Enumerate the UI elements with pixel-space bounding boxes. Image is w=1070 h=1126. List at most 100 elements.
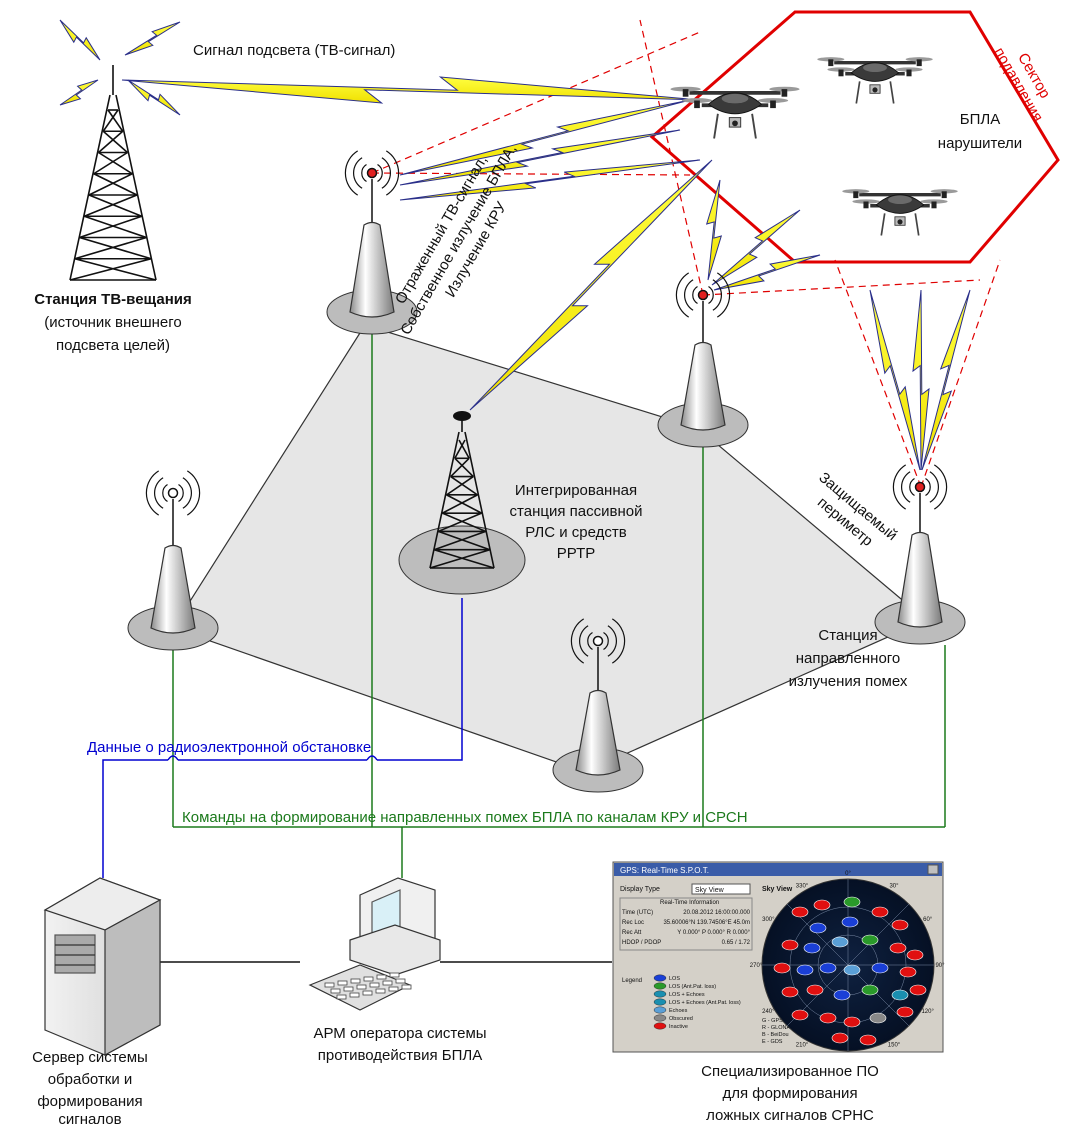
gps-compass-label: 120° bbox=[921, 1009, 934, 1015]
gps-info-value: Y 0.000° P 0.000° R 0.000° bbox=[677, 930, 750, 936]
server-label-4: сигналов bbox=[58, 1111, 121, 1126]
gps-legend-swatch bbox=[653, 998, 667, 1006]
gps-satellite bbox=[891, 989, 909, 1001]
reflected-bolt bbox=[399, 99, 691, 176]
sky-view-label: Sky View bbox=[762, 886, 793, 893]
gps-system-item: B - BeiDou bbox=[762, 1032, 789, 1038]
jammer-bolt bbox=[921, 289, 971, 471]
gps-legend-swatch bbox=[653, 1006, 667, 1014]
gps-system-item: G - GPS bbox=[762, 1018, 783, 1024]
gps-legend-swatch bbox=[653, 974, 667, 982]
gps-satellite bbox=[791, 906, 809, 918]
command-lines bbox=[172, 325, 946, 878]
gps-legend-title: Legend bbox=[622, 978, 642, 984]
gps-legend-swatch bbox=[653, 1014, 667, 1022]
tower-bolt bbox=[127, 79, 181, 116]
jammer-label-2: направленного bbox=[796, 650, 901, 667]
integrated-line-4: РРТР bbox=[557, 545, 596, 562]
gps-legend-swatch bbox=[653, 982, 667, 990]
uav-group bbox=[670, 57, 958, 236]
gps-info-key: Rec Att bbox=[622, 930, 642, 936]
gps-satellite bbox=[781, 986, 799, 998]
gps-legend-item: Inactive bbox=[669, 1024, 688, 1030]
uav-label-2: нарушители bbox=[938, 135, 1022, 152]
jammer-label-3: излучения помех bbox=[789, 673, 908, 690]
gps-satellite bbox=[819, 962, 837, 974]
gps-compass-label: 30° bbox=[889, 883, 899, 889]
gps-satellite bbox=[871, 962, 889, 974]
gps-legend-item: LOS + Echoes bbox=[669, 992, 705, 998]
arm-label-2: противодействия БПЛА bbox=[318, 1047, 483, 1064]
gps-compass-label: 60° bbox=[923, 917, 933, 923]
gps-satellite bbox=[889, 942, 907, 954]
jammer-bolt bbox=[711, 209, 801, 286]
gps-satellite bbox=[819, 1012, 837, 1024]
uav-3 bbox=[842, 189, 958, 236]
gps-info-value: 0.65 / 1.72 bbox=[722, 940, 751, 946]
gps-compass-label: 330° bbox=[796, 883, 809, 889]
info-header: Real-Time Information bbox=[660, 900, 719, 906]
gps-compass-label: 300° bbox=[762, 917, 775, 923]
suppression-sector bbox=[649, 10, 1060, 264]
sector-label: Сектор подавления bbox=[990, 45, 1053, 125]
display-type-value: Sky View bbox=[695, 887, 725, 894]
jammer-station-south bbox=[552, 618, 644, 793]
gps-legend-item: LOS + Echoes (Ant.Pat. loss) bbox=[669, 1000, 741, 1006]
reflected-bolt bbox=[399, 129, 681, 186]
server-icon bbox=[43, 877, 162, 1057]
tv-signal-label: Сигнал подсвета (ТВ-сигнал) bbox=[193, 42, 395, 59]
software-label-2: для формирования bbox=[722, 1085, 857, 1102]
uav-2 bbox=[817, 57, 933, 104]
gps-info-key: Time (UTC) bbox=[622, 910, 653, 916]
jammer-stations bbox=[127, 150, 966, 793]
gps-legend-item: LOS bbox=[669, 976, 680, 982]
uav-label-1: БПЛА bbox=[960, 111, 1000, 128]
gps-window-title: GPS: Real-Time S.P.O.T. bbox=[620, 866, 709, 875]
jammer-label-1: Станция bbox=[818, 627, 877, 644]
gps-legend-swatch bbox=[653, 990, 667, 998]
jammer-bolt bbox=[912, 289, 930, 471]
tower-bolt bbox=[59, 19, 101, 61]
gps-compass-label: 90° bbox=[935, 963, 945, 969]
server-label-1: Сервер системы bbox=[32, 1049, 148, 1066]
gps-compass-label: 0° bbox=[845, 871, 851, 877]
gps-info-value: 35.60006°N 139.74506°E 45.0m bbox=[663, 920, 750, 926]
tower-bolt bbox=[124, 21, 181, 56]
gps-satellite bbox=[891, 919, 909, 931]
server-label-3: формирования bbox=[37, 1093, 142, 1110]
integrated-line-1: Интегрированная bbox=[515, 482, 637, 499]
gps-satellite bbox=[831, 936, 849, 948]
gps-satellite bbox=[841, 916, 859, 928]
workstation-icon bbox=[308, 877, 441, 1011]
gps-info-key: Rec Loc bbox=[622, 920, 644, 926]
jammer-bolt bbox=[869, 289, 921, 471]
gps-satellite bbox=[796, 964, 814, 976]
gps-satellite bbox=[906, 949, 924, 961]
tv-station-title: Станция ТВ-вещания bbox=[34, 291, 192, 308]
integrated-station bbox=[398, 411, 526, 595]
gps-window: GPS: Real-Time S.P.O.T. Display Type Sky… bbox=[612, 861, 945, 1053]
jammer-bolt bbox=[713, 254, 821, 291]
gps-satellite bbox=[809, 922, 827, 934]
commands-label: Команды на формирование направленных пом… bbox=[182, 809, 748, 826]
tower-bolt bbox=[59, 79, 99, 106]
gps-satellite bbox=[843, 1016, 861, 1028]
gps-compass-label: 150° bbox=[888, 1043, 901, 1049]
gps-satellite bbox=[869, 1012, 887, 1024]
integrated-line-2: станция пассивной bbox=[510, 503, 643, 520]
tv-station-subtitle-1: (источник внешнего bbox=[44, 314, 182, 331]
protected-perimeter bbox=[172, 324, 928, 773]
tv-station-subtitle-2: подсвета целей) bbox=[56, 337, 170, 354]
data-label: Данные о радиоэлектронной обстановке bbox=[87, 739, 371, 756]
gps-satellite bbox=[831, 1032, 849, 1044]
gps-compass-label: 270° bbox=[750, 963, 763, 969]
gps-satellite bbox=[803, 942, 821, 954]
sector-dashed-lines bbox=[371, 19, 1001, 488]
jammer-station-north bbox=[326, 150, 418, 335]
gps-legend-item: Echoes bbox=[669, 1008, 688, 1014]
software-label-1: Специализированное ПО bbox=[701, 1063, 879, 1080]
gps-satellite bbox=[861, 984, 879, 996]
gps-satellite bbox=[861, 934, 879, 946]
jammer-station-west bbox=[127, 470, 219, 651]
jammer-station-east bbox=[657, 272, 749, 448]
